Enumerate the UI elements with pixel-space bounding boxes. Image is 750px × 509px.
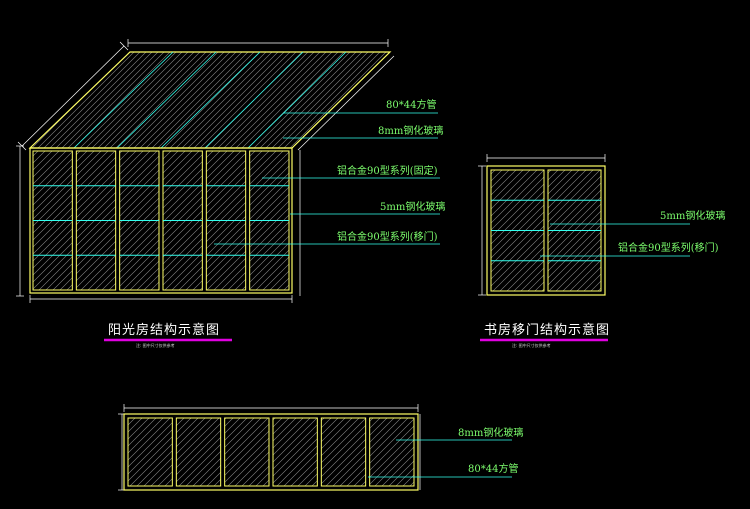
roof-plan-diagram: 8mm钢化玻璃 80*44方管 [118, 404, 523, 491]
sunroom-leaders [214, 112, 440, 245]
plan-panel [224, 417, 270, 487]
plan-panel [127, 417, 173, 487]
plan-panel [369, 417, 415, 487]
plan-label-tube: 80*44方管 [468, 462, 518, 475]
study-door-diagram: 5mm钢化玻璃 铝合金90型系列(移门) 书房移门结构示意图 注: 图中尺寸仅供… [478, 154, 725, 348]
sunroom-title: 阳光房结构示意图 [108, 322, 220, 338]
label-roof-glass: 8mm钢化玻璃 [378, 124, 443, 137]
study-door-subtitle: 注: 图中尺寸仅供参考 [512, 342, 551, 348]
study-door-panels [490, 169, 602, 292]
door-label-glass: 5mm钢化玻璃 [660, 209, 725, 222]
label-roof-tube: 80*44方管 [386, 98, 436, 111]
label-fixed-frame: 铝合金90型系列(固定) [337, 164, 438, 177]
door-label-sliding-frame: 铝合金90型系列(移门) [618, 241, 719, 254]
plan-label-glass: 8mm钢化玻璃 [458, 426, 523, 439]
sunroom-subtitle: 注: 图中尺寸仅供参考 [136, 342, 175, 348]
roof-plan-panels [127, 417, 415, 487]
plan-panel [272, 417, 318, 487]
sunroom-roof [17, 41, 395, 151]
sunroom-front-wall [16, 145, 301, 303]
sunroom-panels [32, 150, 290, 291]
label-wall-glass: 5mm钢化玻璃 [380, 200, 445, 213]
plan-panel [175, 417, 222, 487]
plan-panel [320, 417, 367, 487]
sunroom-diagram: 80*44方管 8mm钢化玻璃 铝合金90型系列(固定) 5mm钢化玻璃 铝合金… [16, 39, 445, 348]
study-door-title: 书房移门结构示意图 [484, 322, 610, 338]
label-sliding-frame: 铝合金90型系列(移门) [337, 230, 438, 243]
sunroom-top-dimension [127, 39, 389, 47]
